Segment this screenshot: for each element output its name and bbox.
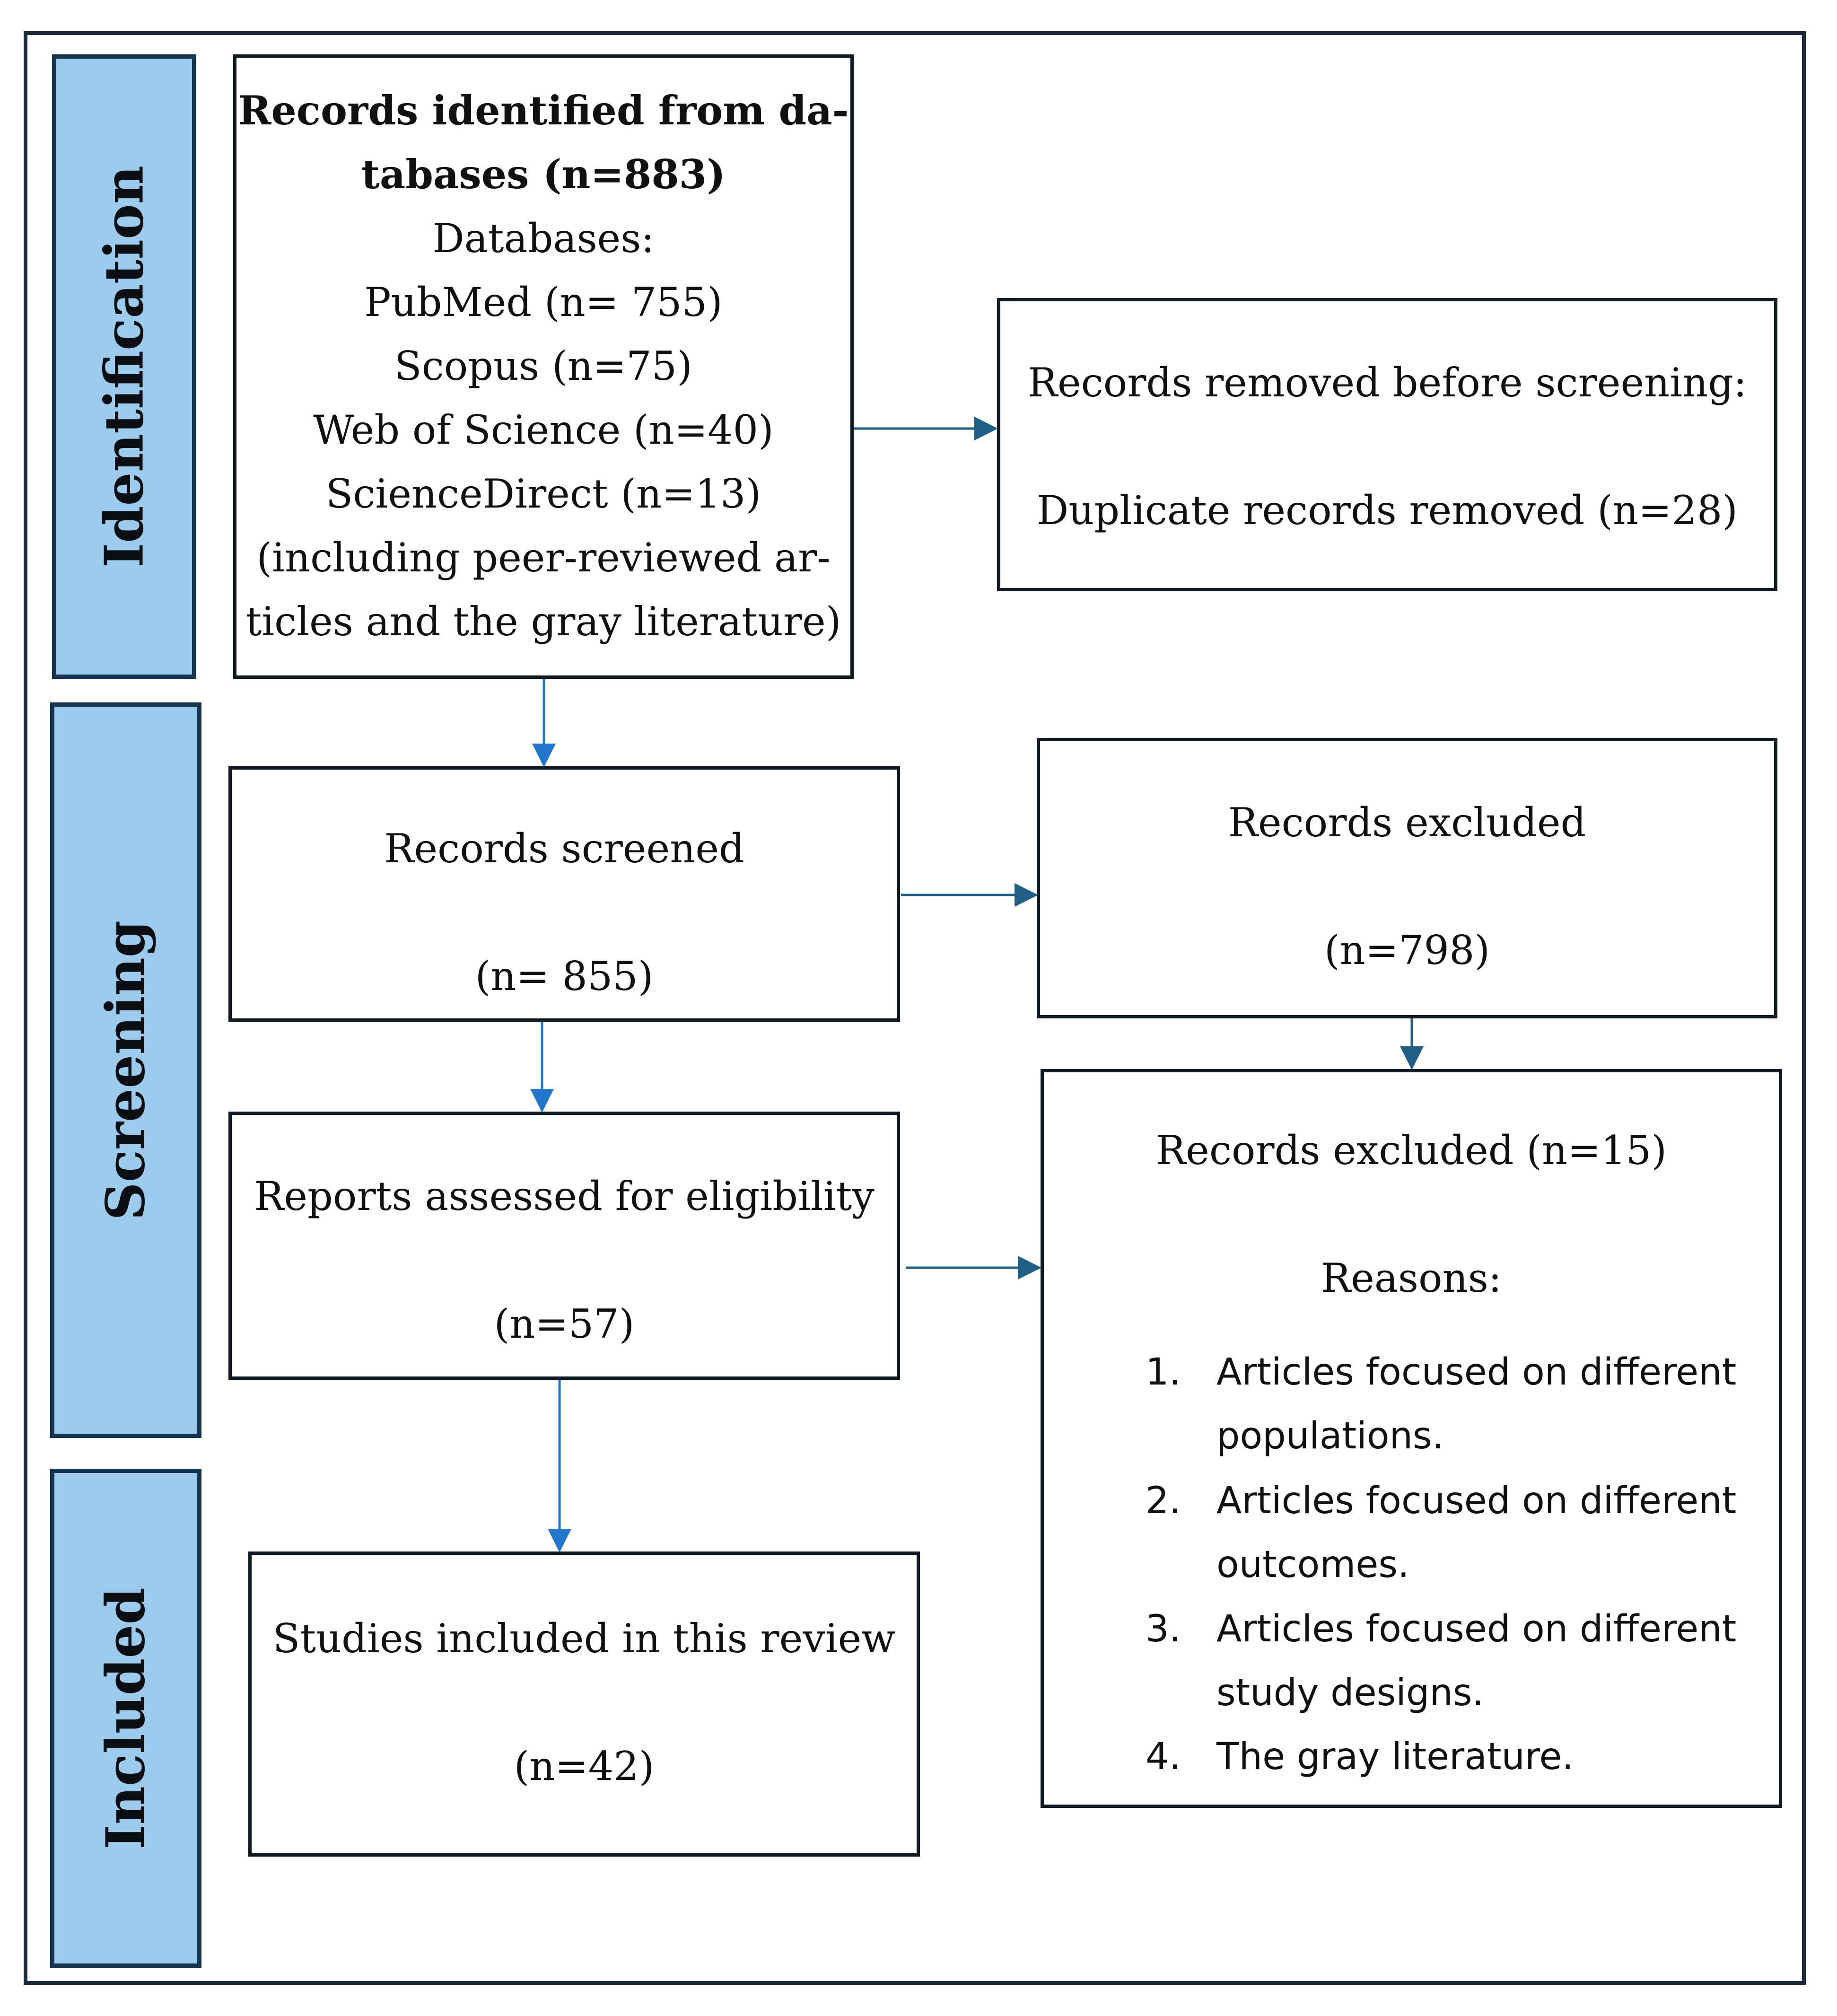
excluded-reports-title: Records excluded (n=15): [1155, 1127, 1667, 1174]
excluded-screening-title: Records excluded: [1228, 799, 1586, 846]
reason-number: 3.: [1146, 1608, 1181, 1650]
database-sciencedirect: ScienceDirect (n=13): [325, 471, 761, 517]
outer-frame: [24, 31, 1806, 1985]
reason-number: 4.: [1146, 1736, 1181, 1778]
assessed-box: Reports assessed for eligibility (n=57): [228, 1112, 900, 1380]
database-web-of-science: Web of Science (n=40): [313, 407, 774, 453]
phase-identification: Identification: [52, 54, 196, 679]
identified-note-line2: ticles and the gray literature): [245, 598, 841, 645]
reason-text: Articles focused on different: [1216, 1351, 1737, 1394]
reason-text: study designs.: [1216, 1672, 1484, 1714]
screened-title: Records screened: [384, 825, 744, 872]
database-scopus: Scopus (n=75): [394, 343, 692, 389]
identified-note-line1: (including peer-reviewed ar-: [256, 535, 831, 581]
reasons-label: Reasons:: [1321, 1255, 1502, 1301]
assessed-count: (n=57): [494, 1301, 635, 1347]
removed-title: Records removed before screening:: [1027, 359, 1747, 406]
phase-screening: Screening: [50, 702, 201, 1438]
included-count: (n=42): [514, 1743, 655, 1789]
reason-text: Articles focused on different: [1216, 1480, 1737, 1522]
reason-number: 1.: [1146, 1351, 1181, 1394]
databases-label: Databases:: [432, 215, 655, 262]
reason-text: outcomes.: [1216, 1543, 1409, 1586]
reason-text: populations.: [1216, 1415, 1444, 1457]
identified-box: Records identified from da- tabases (n=8…: [233, 54, 854, 679]
screened-count: (n= 855): [475, 953, 654, 999]
excluded-reports-box: Records excluded (n=15) Reasons: 1. Arti…: [1041, 1069, 1782, 1808]
excluded-screening-box: Records excluded (n=798): [1037, 738, 1777, 1018]
identified-title-line1: Records identified from da-: [238, 87, 849, 134]
reason-number: 2.: [1146, 1480, 1181, 1522]
included-box: Studies included in this review (n=42): [248, 1551, 920, 1857]
assessed-title: Reports assessed for eligibility: [254, 1173, 875, 1219]
excluded-screening-count: (n=798): [1324, 927, 1490, 973]
removed-box: Records removed before screening: Duplic…: [997, 298, 1777, 591]
removed-detail: Duplicate records removed (n=28): [1036, 487, 1738, 534]
identified-title-line2: tabases (n=883): [361, 151, 726, 198]
database-pubmed: PubMed (n= 755): [364, 279, 723, 325]
reason-text: Articles focused on different: [1216, 1608, 1737, 1650]
screened-box: Records screened (n= 855): [228, 766, 900, 1022]
reason-text: The gray literature.: [1216, 1736, 1574, 1778]
phase-included: Included: [50, 1469, 201, 1968]
included-title: Studies included in this review: [272, 1615, 896, 1662]
